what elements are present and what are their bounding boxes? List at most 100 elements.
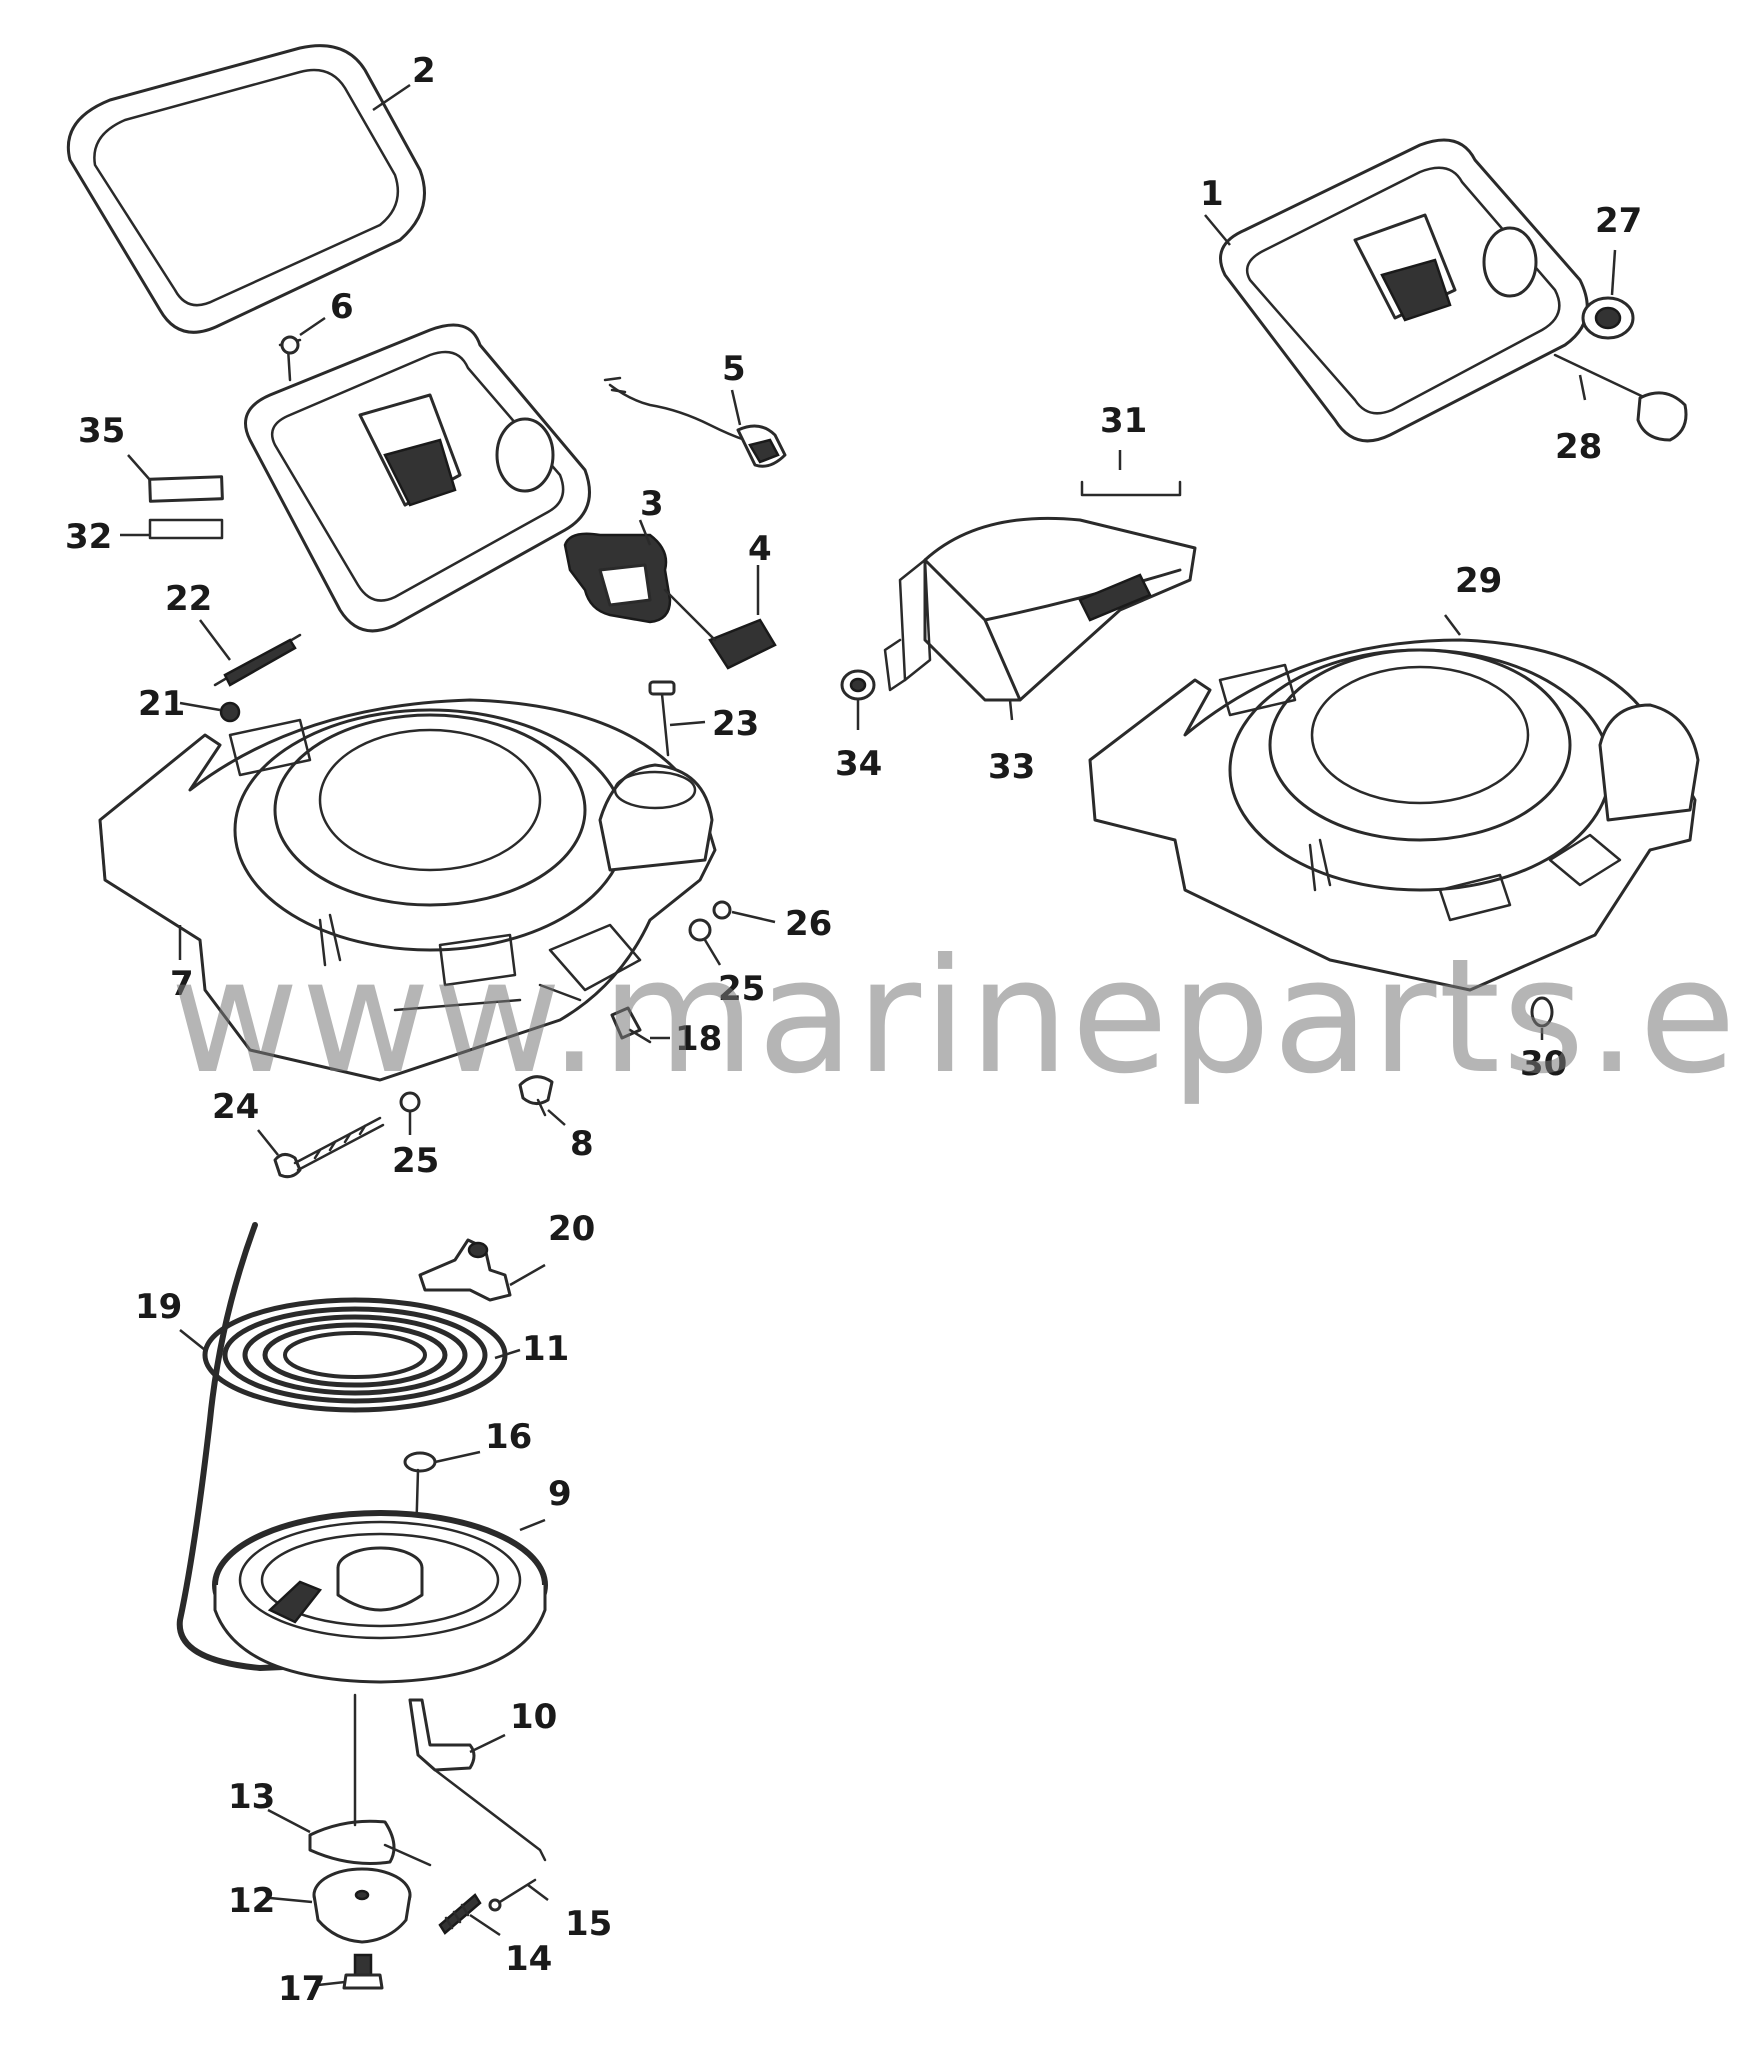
leader-1 (1204, 214, 1231, 246)
part-6-screw (278, 335, 302, 382)
part-30-bolt (1530, 996, 1554, 1028)
part-2-gasket (66, 44, 426, 334)
part-8-clip (518, 1075, 554, 1117)
part-23-bolt (648, 680, 676, 757)
part-cover-plate-left (244, 323, 591, 633)
leader-13 (267, 1808, 311, 1834)
callout-4: 4 (748, 529, 772, 569)
callout-1: 1 (1200, 174, 1224, 214)
callout-22: 22 (165, 579, 212, 619)
part-3-handle (563, 532, 672, 624)
part-27-grommet (1581, 296, 1635, 340)
callout-17: 17 (278, 1969, 325, 2009)
part-12-cap (312, 1867, 412, 1944)
part-28-knob (1553, 353, 1688, 442)
callout-9: 9 (548, 1474, 572, 1514)
part-10-ratchet (408, 1698, 547, 1862)
part-13-plate (308, 1693, 432, 1867)
callout-33: 33 (988, 747, 1035, 787)
part-33-shroud (883, 516, 1197, 702)
callout-34: 34 (835, 744, 882, 784)
part-25-washer-lower (399, 1091, 421, 1113)
callout-11: 11 (522, 1329, 569, 1369)
part-18-screw (610, 1006, 652, 1044)
leader-12 (269, 1896, 313, 1904)
callout-21: 21 (138, 684, 185, 724)
leader-3 (638, 519, 652, 546)
part-26-washer (712, 900, 732, 920)
callout-10: 10 (510, 1697, 557, 1737)
leader-25-upper (703, 939, 722, 966)
leader-29 (1444, 614, 1461, 636)
part-19-rope (176, 1222, 333, 1671)
leader-14 (469, 1913, 501, 1937)
callout-25-lower: 25 (392, 1141, 439, 1181)
leader-11 (494, 1348, 521, 1360)
callout-18: 18 (675, 1019, 722, 1059)
callout-5: 5 (722, 349, 746, 389)
leader-23 (669, 720, 706, 727)
callout-20: 20 (548, 1209, 595, 1249)
leader-33 (1008, 699, 1014, 721)
callout-23: 23 (712, 704, 759, 744)
leader-9 (519, 1518, 546, 1532)
part-29-starter-housing (1088, 638, 1700, 992)
part-25-washer-upper (688, 918, 712, 942)
callout-27: 27 (1595, 201, 1642, 241)
part-11-recoil-spring (202, 1297, 508, 1413)
part-31-label-strip (1080, 480, 1182, 497)
callout-16: 16 (485, 1417, 532, 1457)
callout-28: 28 (1555, 427, 1602, 467)
callout-13: 13 (228, 1777, 275, 1817)
part-14-spring (438, 1893, 482, 1935)
callout-15: 15 (565, 1904, 612, 1944)
leader-24 (257, 1129, 279, 1156)
part-4-anchor (663, 588, 777, 670)
part-1-cover-plate (1219, 138, 1589, 443)
part-24-bolt (273, 1116, 385, 1179)
callout-7: 7 (170, 964, 194, 1004)
callout-6: 6 (330, 287, 354, 327)
part-22-spring (213, 633, 302, 687)
leader-27 (1610, 249, 1617, 296)
callout-35: 35 (78, 411, 125, 451)
callout-3: 3 (640, 484, 664, 524)
callout-31: 31 (1100, 401, 1147, 441)
part-32-decal (148, 518, 224, 540)
leader-19 (179, 1329, 206, 1351)
callout-14: 14 (505, 1939, 552, 1979)
leader-10 (469, 1733, 506, 1754)
callout-24: 24 (212, 1087, 259, 1127)
leader-21 (179, 701, 221, 712)
callout-8: 8 (570, 1124, 594, 1164)
part-17-screw (342, 1953, 384, 1990)
leader-16 (434, 1450, 481, 1464)
callout-19: 19 (135, 1287, 182, 1327)
leader-22 (199, 619, 231, 661)
part-15-pin (488, 1878, 537, 1912)
part-21-nut (219, 701, 241, 723)
leader-2 (372, 83, 411, 112)
leader-20 (509, 1263, 546, 1287)
part-35-label (148, 475, 224, 503)
callout-32: 32 (65, 517, 112, 557)
leader-28 (1578, 374, 1587, 401)
leader-6 (299, 316, 326, 337)
leader-35 (127, 454, 151, 481)
callout-29: 29 (1455, 561, 1502, 601)
callout-25-upper: 25 (718, 969, 765, 1009)
leader-8 (547, 1109, 566, 1126)
callout-30: 30 (1520, 1044, 1567, 1084)
leader-26 (731, 910, 776, 924)
callout-2: 2 (412, 51, 436, 91)
part-34-nut (840, 669, 876, 701)
part-5-switch (603, 376, 787, 468)
callout-12: 12 (228, 1881, 275, 1921)
part-20-pawl (418, 1238, 512, 1302)
leader-17 (317, 1980, 346, 1987)
part-9-pulley (212, 1510, 548, 1684)
leader-5 (730, 389, 742, 426)
part-7-starter-housing (98, 698, 717, 1082)
